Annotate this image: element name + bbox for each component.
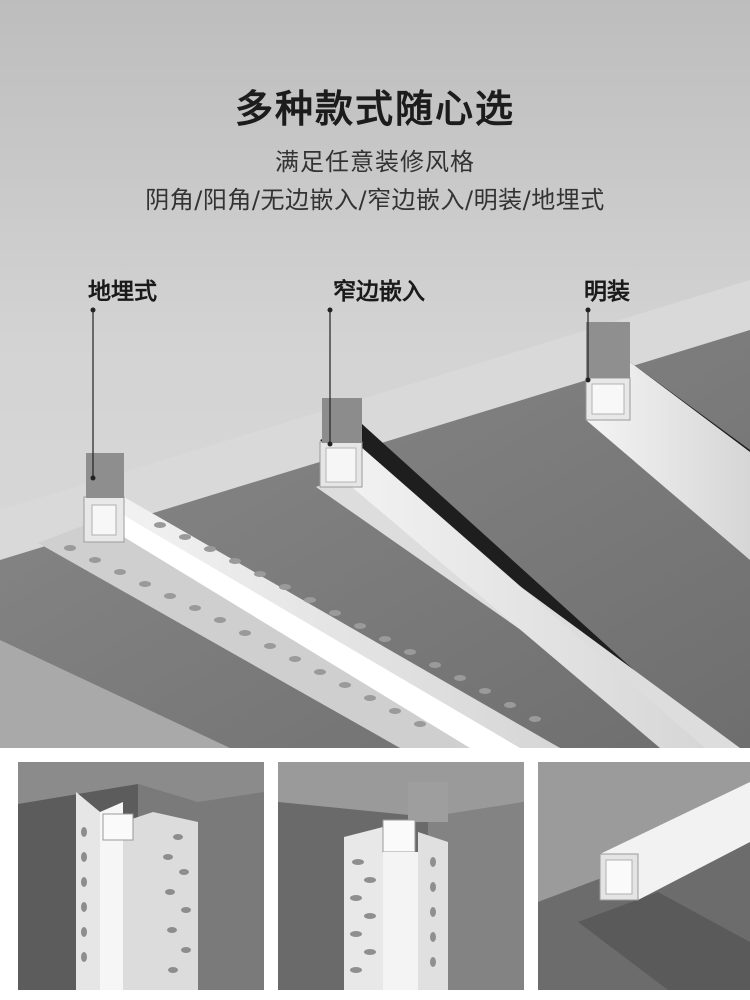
thumbnail-inside-corner [18,762,264,990]
hero-illustration [0,0,750,748]
callout-label-buried: 地埋式 [88,279,157,305]
thumbnail-outside-corner [278,762,524,990]
page-subtitle: 满足任意装修风格 [275,148,475,176]
hero-section: 多种款式随心选 满足任意装修风格 阴角/阳角/无边嵌入/窄边嵌入/明装/地埋式 … [0,0,750,748]
callout-label-surface: 明装 [584,279,630,305]
callout-label-narrow-edge: 窄边嵌入 [333,279,425,305]
thumbnail-surface-mount [538,762,750,990]
styles-list: 阴角/阳角/无边嵌入/窄边嵌入/明装/地埋式 [145,186,605,214]
thumbnail-row [0,748,750,1000]
page-title: 多种款式随心选 [234,87,515,131]
